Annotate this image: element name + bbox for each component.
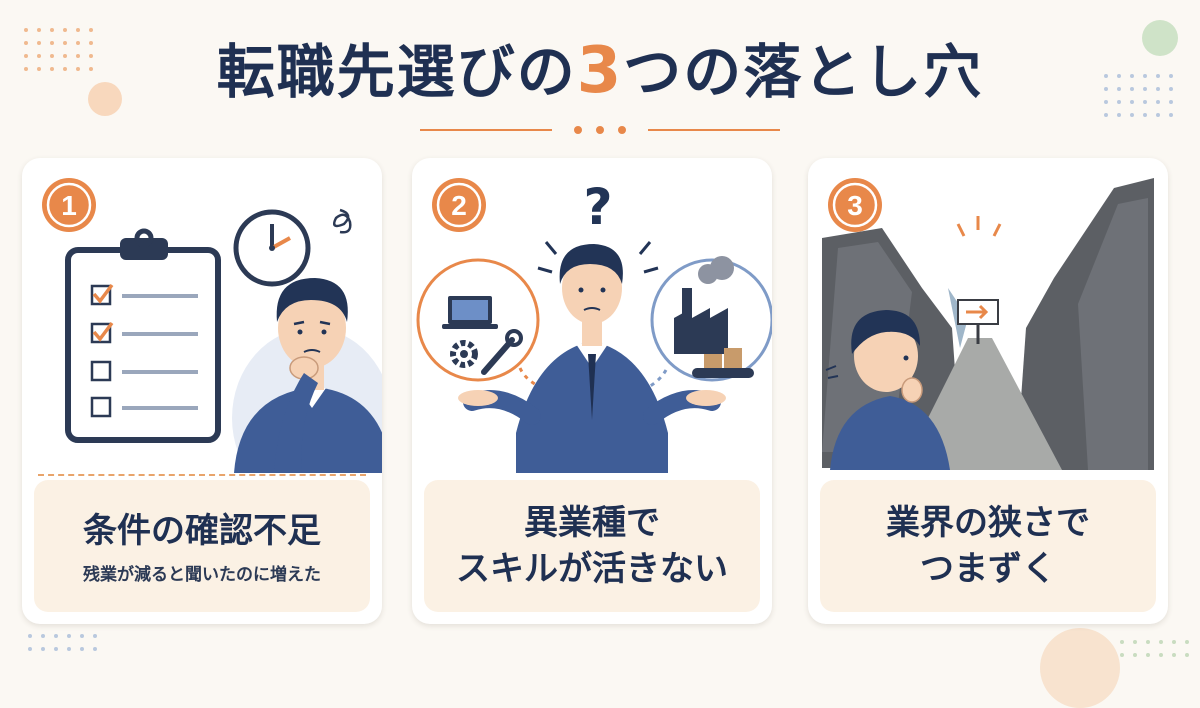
card-3-label: 業界の狭さで つまずく xyxy=(820,480,1156,612)
card-2-illustration: ? xyxy=(416,178,772,473)
card-1-subtitle: 残業が減ると聞いたのに増えた xyxy=(83,564,321,585)
decor-dots-bottom-left xyxy=(28,634,97,651)
title-number: 3 xyxy=(576,34,624,108)
card-2-title-line2: スキルが活きない xyxy=(456,549,728,589)
worried-man-icon xyxy=(232,278,382,473)
checklist-clipboard-icon xyxy=(65,228,221,443)
badge-number-2: 2 xyxy=(451,190,467,221)
confused-man-icon xyxy=(458,244,726,473)
decor-circle-peach xyxy=(88,82,122,116)
card-1-title: 条件の確認不足 xyxy=(83,510,321,551)
decor-circle-green xyxy=(1142,20,1178,56)
question-mark-icon: ? xyxy=(537,178,659,274)
title-divider xyxy=(420,126,780,134)
svg-text:?: ? xyxy=(583,178,612,236)
page-title: 転職先選びの3つの落とし穴 xyxy=(0,36,1200,107)
scribble-icon xyxy=(333,208,352,234)
cliff-canyon-icon xyxy=(822,178,1154,470)
card-1-illustration xyxy=(65,208,382,473)
number-badge-2: 2 xyxy=(432,178,486,232)
card-3-illustration xyxy=(822,172,1154,470)
title-text-before: 転職先選びの xyxy=(216,38,577,106)
card-1-label: 条件の確認不足 残業が減ると聞いたのに増えた xyxy=(34,480,370,612)
card-3: 3 業界の狭さで つまずく xyxy=(808,158,1168,624)
skills-circle xyxy=(416,258,540,382)
man-looking-icon xyxy=(825,310,950,470)
decor-dots-bottom-right xyxy=(1120,640,1189,657)
title-text-after: つの落とし穴 xyxy=(623,38,984,106)
card-2-title-line1: 異業種で xyxy=(524,503,660,543)
badge-number-3: 3 xyxy=(847,190,863,221)
badge-number-1: 1 xyxy=(61,190,77,221)
number-badge-3: 3 xyxy=(828,178,882,232)
card-1: 1 条件の確認不足 残業が減ると聞いたのに増えた xyxy=(22,158,382,624)
card-2-label: 異業種で スキルが活きない xyxy=(424,480,760,612)
decor-dots-top-right xyxy=(1104,74,1173,117)
card-2: ? xyxy=(412,158,772,624)
clock-icon xyxy=(233,209,311,287)
number-badge-1: 1 xyxy=(42,178,96,232)
card-1-divider xyxy=(38,474,366,476)
arrow-sign-icon xyxy=(956,216,1002,344)
card-3-title-line2: つまずく xyxy=(920,549,1056,589)
card-3-title-line1: 業界の狭さで xyxy=(886,503,1090,543)
factory-circle xyxy=(650,256,772,382)
decor-dots-top-left xyxy=(24,28,93,71)
decor-blob-bottom-right xyxy=(1040,628,1120,708)
